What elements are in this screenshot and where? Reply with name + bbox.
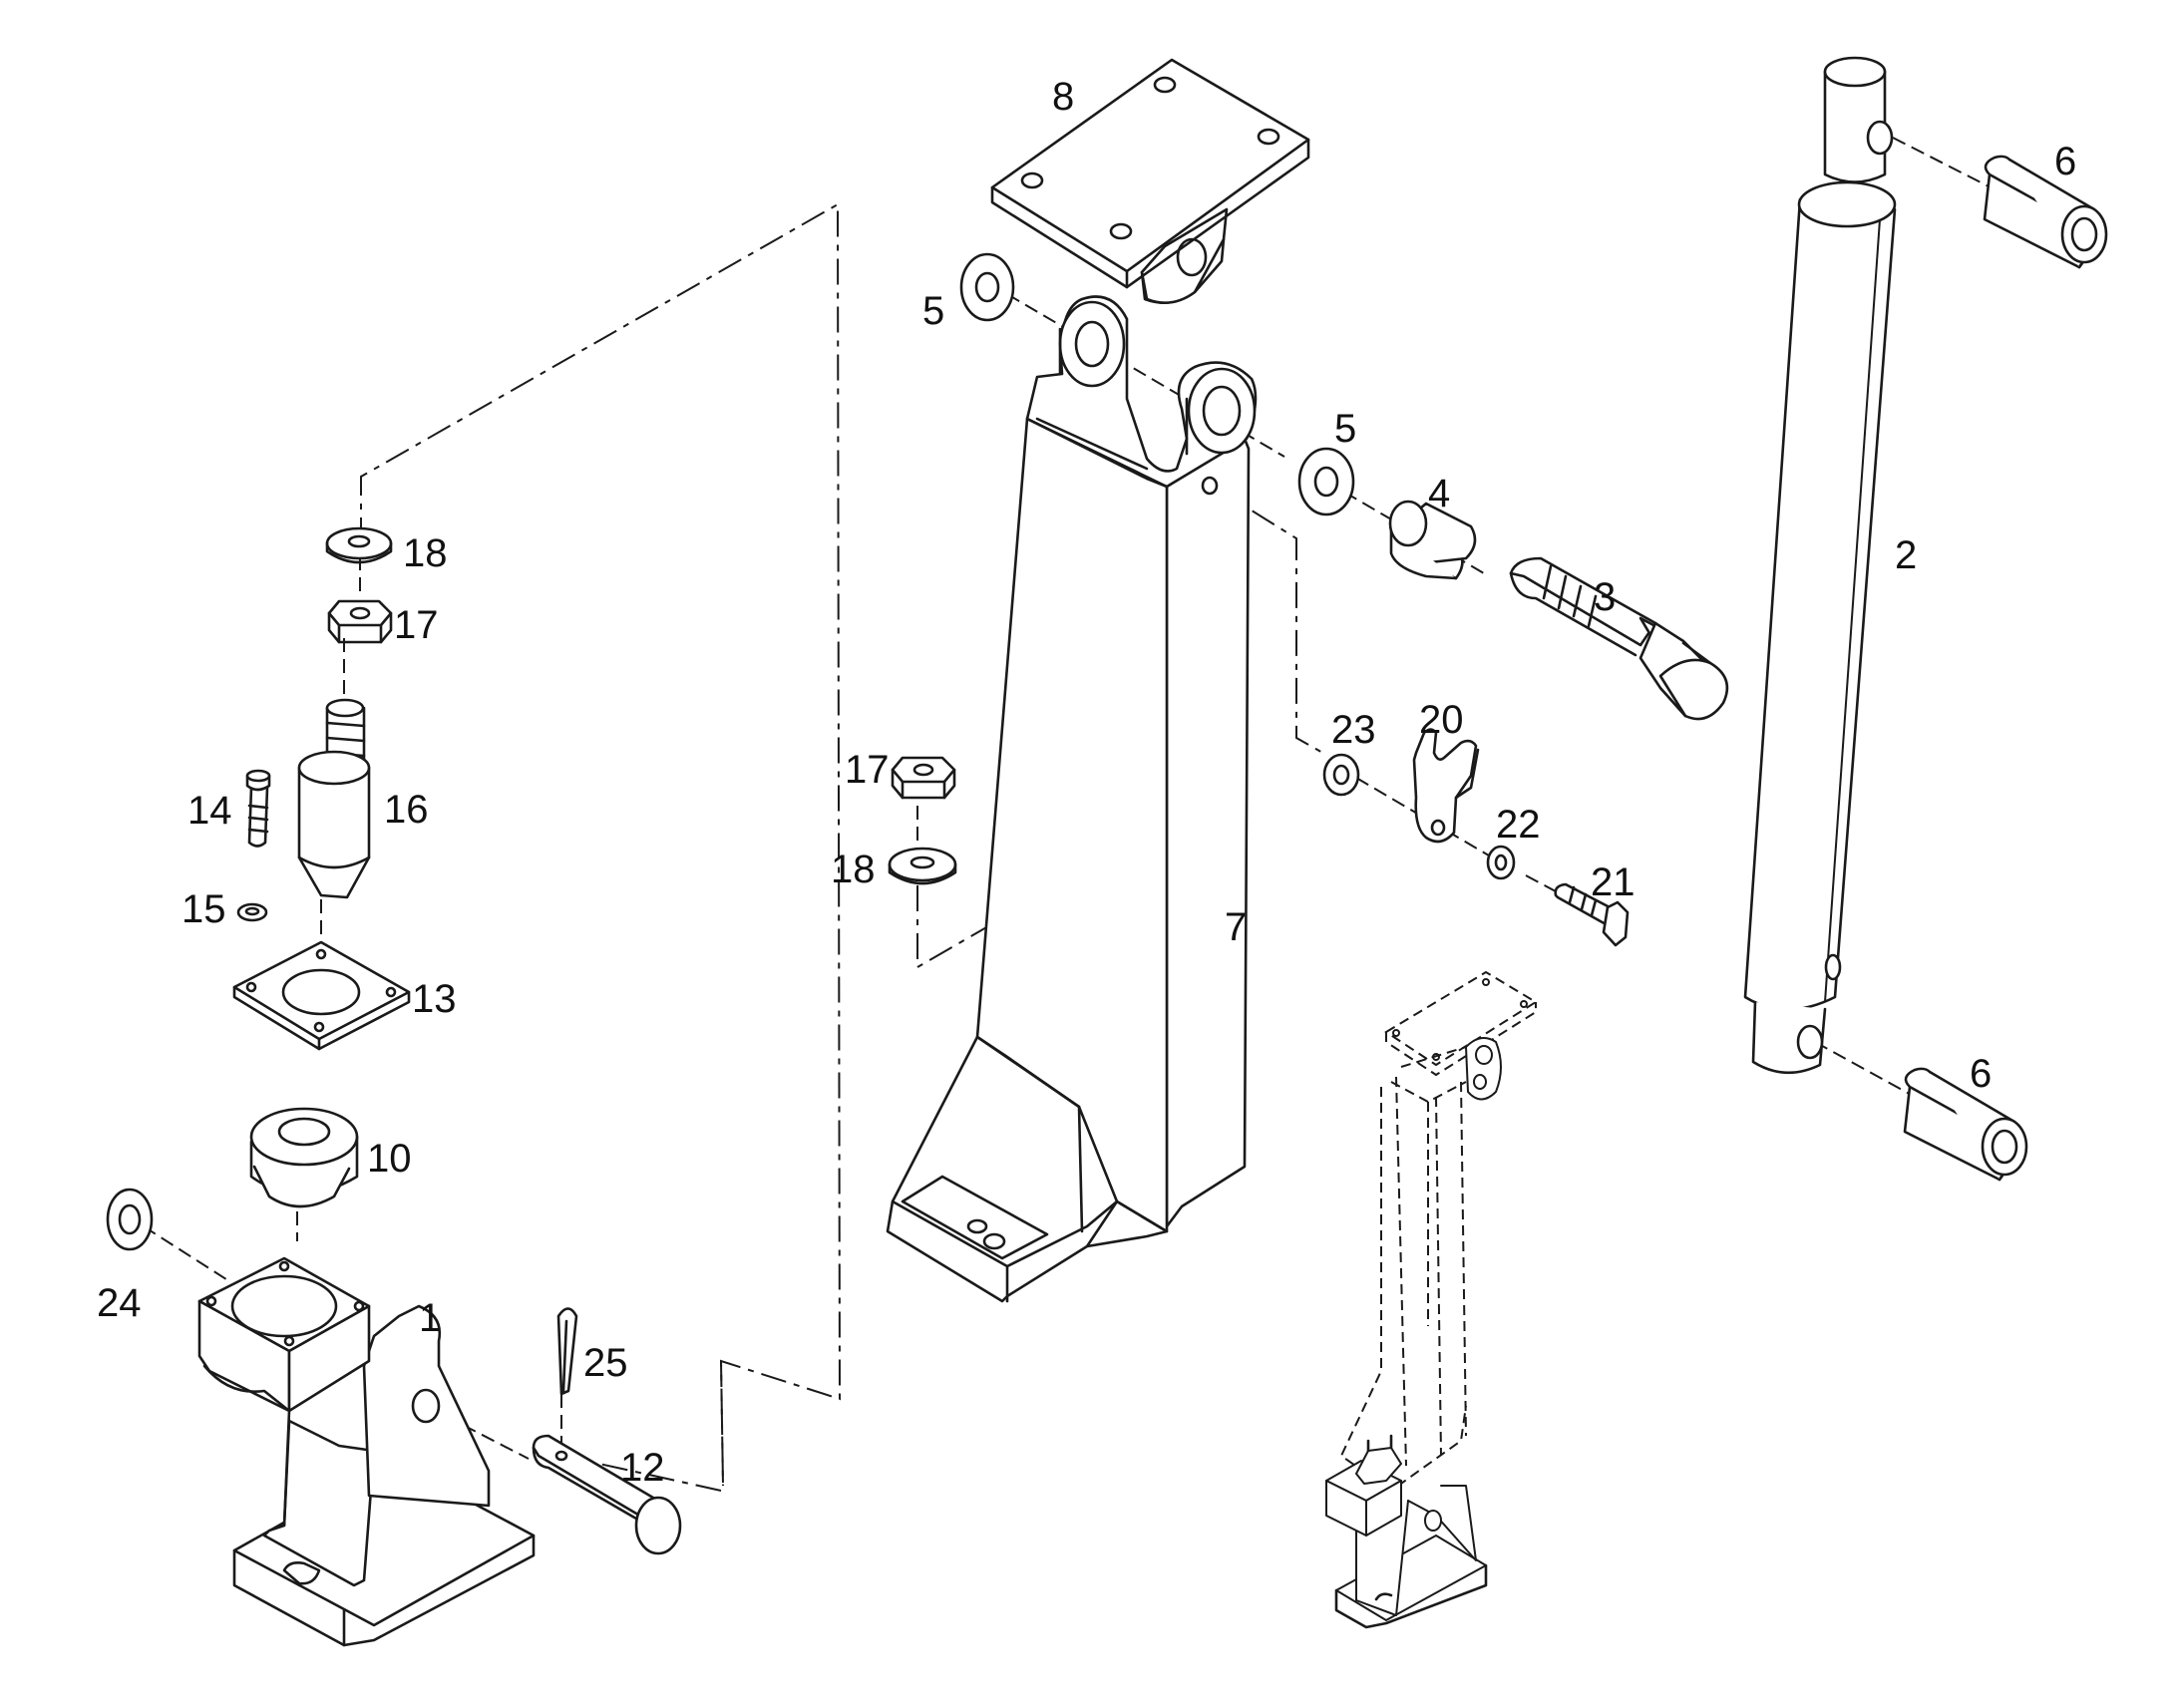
part-15-washer-small	[236, 902, 268, 922]
callout-6-top: 6	[2054, 140, 2076, 183]
callout-8: 8	[1052, 75, 1074, 119]
part-17-nut-left	[327, 599, 393, 644]
part-14-bolt-small	[245, 769, 271, 848]
part-18-washer-right	[888, 847, 957, 885]
part-16-stud-cone	[297, 698, 371, 899]
callout-15: 15	[182, 887, 226, 931]
callout-3: 3	[1594, 575, 1616, 619]
part-10-rubber-mount	[249, 1107, 359, 1208]
part-20-bracket	[1412, 728, 1480, 844]
callout-17-right: 17	[845, 748, 890, 792]
callout-18-right: 18	[831, 848, 876, 891]
part-3-bolt	[1509, 556, 1729, 721]
callout-12: 12	[620, 1446, 665, 1490]
part-5-washer-right	[1297, 447, 1355, 516]
callout-2: 2	[1895, 533, 1917, 577]
inset-assembled-view	[1325, 970, 1538, 1629]
callout-10: 10	[367, 1137, 412, 1181]
callout-22: 22	[1496, 803, 1541, 847]
part-12-pin	[532, 1434, 682, 1555]
part-18-washer-left	[325, 526, 393, 564]
callout-13: 13	[412, 977, 457, 1021]
callout-25: 25	[583, 1341, 628, 1385]
part-2-cylinder	[1743, 56, 1897, 1075]
part-22-lock-washer	[1486, 845, 1516, 880]
callout-labels: 1 2 3 4 5 5 6 6 7 8 10 12 13 14 15 16 17…	[97, 75, 2076, 1490]
callout-1: 1	[419, 1296, 441, 1340]
callout-5-right: 5	[1334, 407, 1356, 451]
callout-4: 4	[1428, 472, 1450, 515]
part-24-washer	[106, 1188, 154, 1251]
callout-5-upper: 5	[922, 289, 944, 333]
part-4-bushing	[1388, 500, 1477, 580]
callout-14: 14	[187, 789, 232, 833]
callout-17-left: 17	[394, 603, 439, 647]
part-6-bushing-top	[1983, 155, 2108, 269]
callout-21: 21	[1591, 860, 1635, 904]
callout-6-bottom: 6	[1970, 1052, 1992, 1096]
callout-7: 7	[1225, 905, 1247, 949]
part-6-bushing-bottom	[1903, 1067, 2028, 1182]
part-21-screw	[1554, 882, 1630, 947]
part-13-flange-plate	[232, 940, 411, 1051]
part-17-nut-right	[891, 756, 956, 800]
part-1-jack-base	[197, 1256, 536, 1647]
callout-18-left: 18	[403, 531, 448, 575]
part-5-washer-upper	[959, 252, 1015, 322]
part-25-split-pin	[556, 1307, 578, 1396]
callout-23: 23	[1331, 708, 1376, 752]
part-23-washer	[1322, 753, 1360, 797]
part-7-strut-frame	[886, 295, 1258, 1303]
part-8-mounting-plate	[990, 58, 1310, 305]
callout-20: 20	[1419, 698, 1464, 742]
callout-16: 16	[384, 788, 429, 832]
callout-24: 24	[97, 1281, 142, 1325]
